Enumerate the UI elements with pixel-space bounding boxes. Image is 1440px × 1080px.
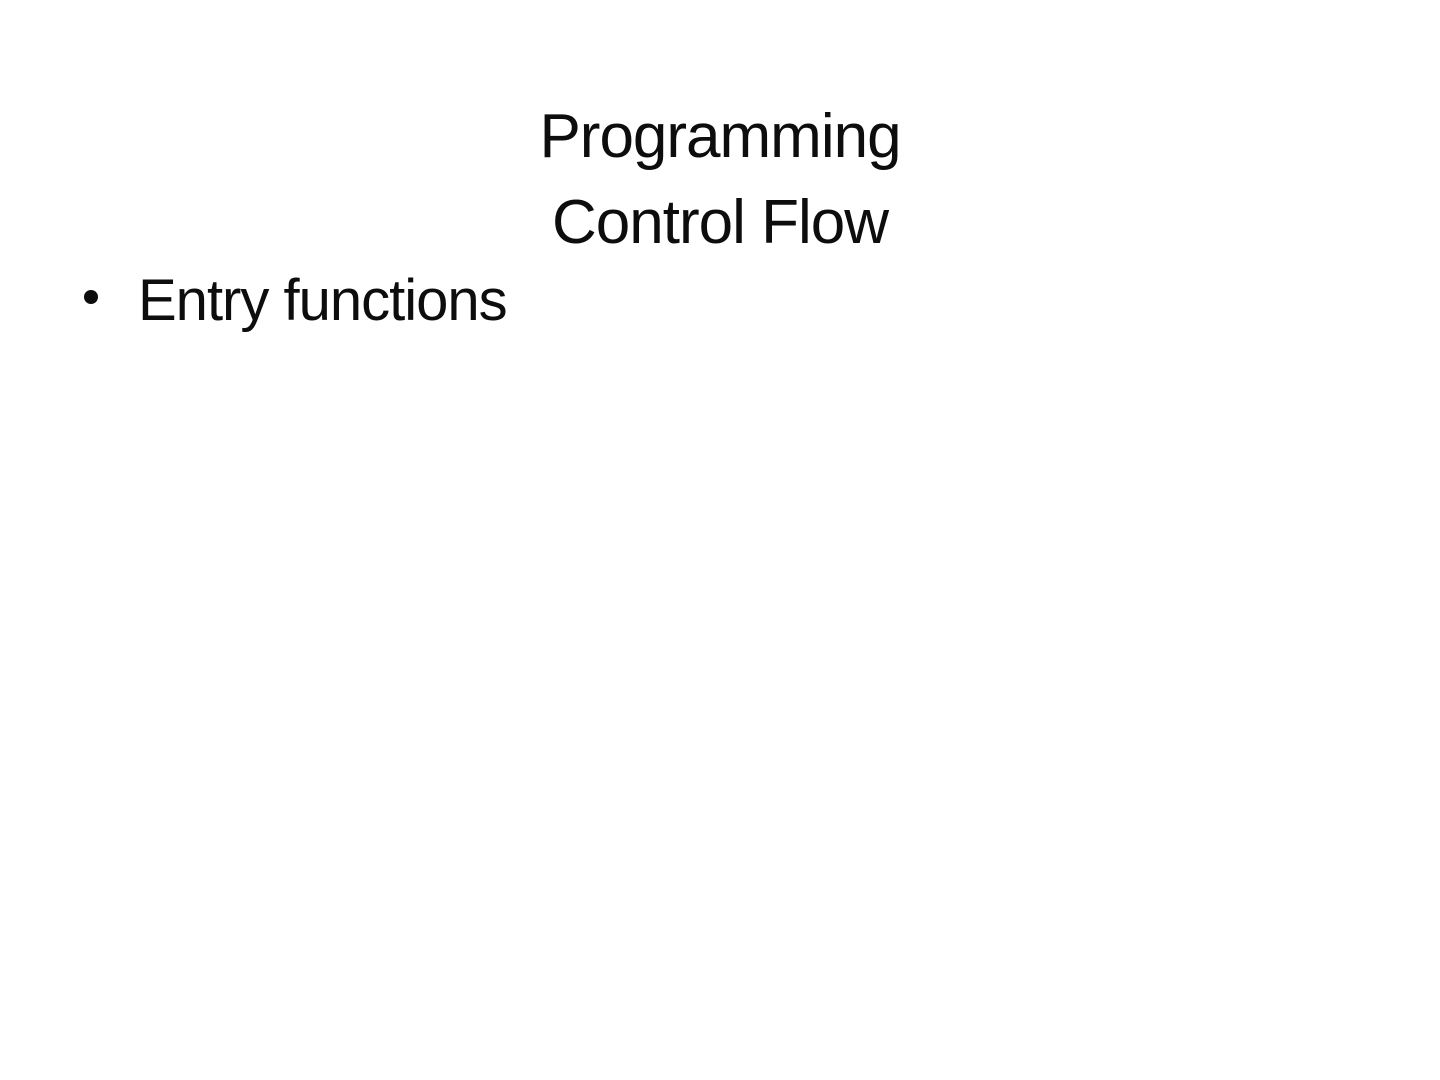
- bullet-item-text: Entry functions: [138, 268, 508, 333]
- slide-title: Programming Control Flow: [0, 94, 1440, 266]
- list-item: Entry functions: [84, 268, 1380, 335]
- slide-title-line-2: Control Flow: [552, 187, 889, 257]
- bullet-icon: [84, 290, 98, 304]
- bullet-list: Entry functions: [84, 268, 1380, 335]
- slide-title-line-1: Programming: [539, 101, 901, 171]
